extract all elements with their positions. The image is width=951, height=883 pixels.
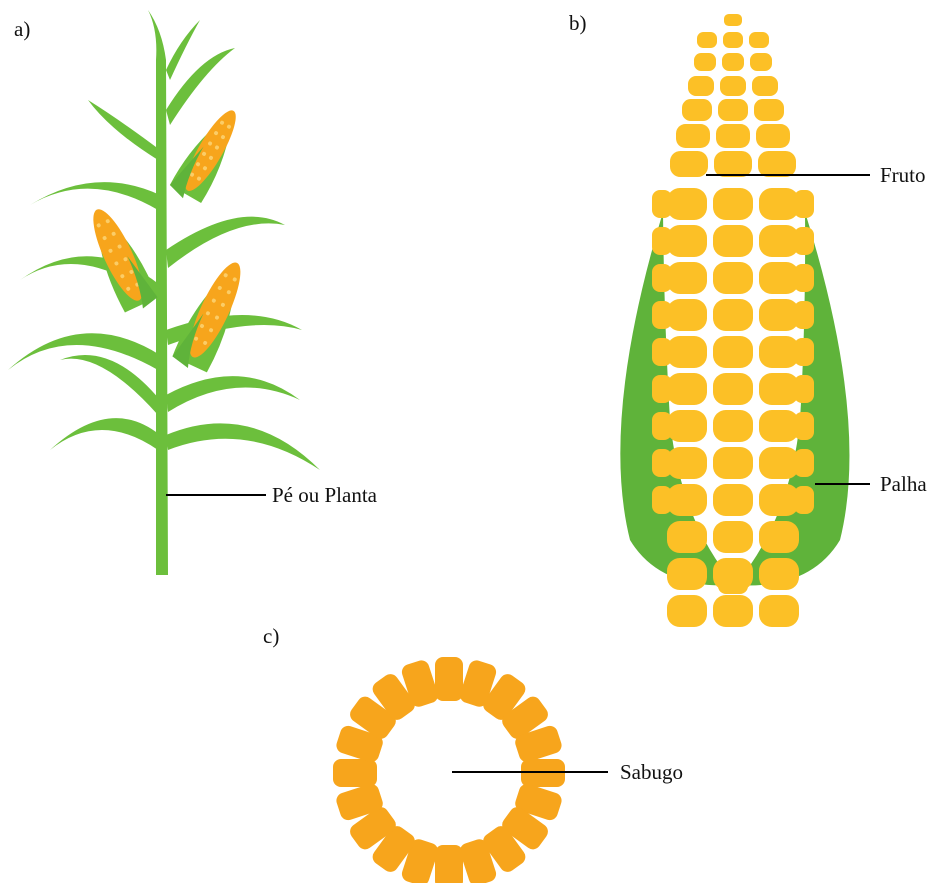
ear-kernel — [759, 225, 799, 257]
panel-c: c) Sabugo — [263, 624, 683, 883]
husk-label: Palha — [880, 472, 927, 496]
ear-kernel — [652, 449, 672, 477]
ear-kernel — [713, 262, 753, 294]
ear-kernel — [759, 410, 799, 442]
ear-kernel — [652, 190, 672, 218]
ear-kernel — [667, 336, 707, 368]
ear-kernel — [713, 225, 753, 257]
ear-kernel — [724, 14, 742, 26]
ear-kernel — [752, 76, 778, 96]
ear-kernel — [652, 338, 672, 366]
ear-kernel — [758, 151, 796, 177]
ear-kernel — [754, 99, 784, 121]
ear-kernel — [667, 484, 707, 516]
ear-kernel — [759, 595, 799, 627]
cob-kernel — [435, 657, 463, 701]
ear-kernel — [750, 53, 772, 71]
ear-kernel — [759, 373, 799, 405]
panel-b: b) Fruto Palha — [569, 11, 927, 627]
ear-kernel — [759, 299, 799, 331]
panel-a: a) — [8, 10, 378, 575]
ear-kernel — [759, 447, 799, 479]
ear-kernel — [759, 262, 799, 294]
corn-ear-icon — [620, 14, 849, 627]
fruit-label: Fruto — [880, 163, 926, 187]
ear-kernel — [759, 188, 799, 220]
panel-a-letter: a) — [14, 17, 30, 41]
ear-kernel — [713, 188, 753, 220]
cob-kernel — [333, 759, 377, 787]
ear-kernel — [723, 32, 743, 48]
ear-kernel — [794, 301, 814, 329]
ear-kernel — [794, 412, 814, 440]
ear-kernel — [718, 574, 748, 594]
ear-kernel — [794, 227, 814, 255]
ear-kernel — [667, 225, 707, 257]
ear-kernel — [714, 151, 752, 177]
ear-kernel — [756, 124, 790, 148]
ear-kernel — [652, 375, 672, 403]
ear-kernel — [652, 301, 672, 329]
ear-kernel — [652, 227, 672, 255]
ear-kernel — [713, 595, 753, 627]
ear-kernel — [759, 336, 799, 368]
ear-kernel — [794, 264, 814, 292]
ear-kernel — [652, 486, 672, 514]
ear-kernels — [652, 14, 814, 627]
ear-kernel — [713, 299, 753, 331]
ear-kernel — [682, 99, 712, 121]
ear-kernel — [716, 124, 750, 148]
ear-kernel — [676, 124, 710, 148]
ear-kernel — [713, 484, 753, 516]
ear-kernel — [749, 32, 769, 48]
cob-kernel — [435, 845, 463, 883]
plant-label: Pé ou Planta — [272, 483, 378, 507]
ear-kernel — [667, 447, 707, 479]
ear-kernel — [720, 76, 746, 96]
ear-kernel — [759, 521, 799, 553]
ear-kernel — [667, 262, 707, 294]
ear-kernel — [688, 76, 714, 96]
ear-kernel — [652, 412, 672, 440]
ear-kernel — [713, 336, 753, 368]
ear-kernel — [794, 190, 814, 218]
panel-b-letter: b) — [569, 11, 587, 35]
ear-kernel — [667, 410, 707, 442]
ear-kernel — [667, 595, 707, 627]
ear-kernel — [694, 53, 716, 71]
ear-kernel — [794, 486, 814, 514]
ear-kernel — [759, 484, 799, 516]
ear-kernel — [667, 521, 707, 553]
ear-kernel — [713, 447, 753, 479]
cob-label: Sabugo — [620, 760, 683, 784]
ear-kernel — [713, 373, 753, 405]
ear-kernel — [652, 264, 672, 292]
corn-cross-section-icon — [333, 657, 565, 883]
ear-kernel — [794, 449, 814, 477]
ear-kernel — [697, 32, 717, 48]
ear-kernel — [667, 373, 707, 405]
ear-kernel — [667, 188, 707, 220]
ear-kernel — [794, 375, 814, 403]
ear-kernel — [722, 53, 744, 71]
ear-kernel — [713, 521, 753, 553]
ear-kernel — [670, 151, 708, 177]
ear-kernel — [794, 338, 814, 366]
ear-kernel — [759, 558, 799, 590]
ear-kernel — [667, 299, 707, 331]
ear-kernel — [718, 99, 748, 121]
ear-kernel — [713, 410, 753, 442]
ear-kernel — [667, 558, 707, 590]
panel-c-letter: c) — [263, 624, 279, 648]
